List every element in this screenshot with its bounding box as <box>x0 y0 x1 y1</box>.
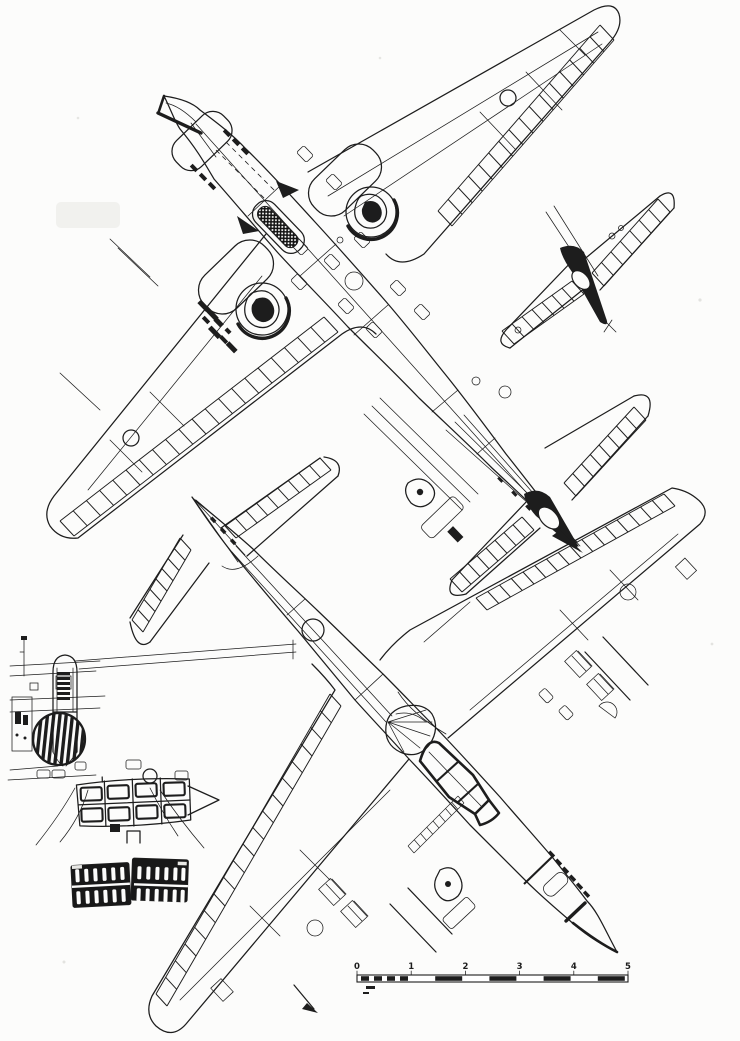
canopy <box>418 740 501 827</box>
gun-barrel <box>407 887 453 935</box>
scan-artifact <box>56 56 714 964</box>
root-fairing <box>434 867 476 929</box>
access-hatches <box>290 145 512 399</box>
exhaust-stubs <box>189 128 250 191</box>
rear-fuselage-lines <box>363 397 479 511</box>
left-wing <box>148 663 453 1034</box>
tail-unit <box>445 394 651 596</box>
flap-grid-detail <box>75 776 192 827</box>
scale-bar: 0 1 2 3 4 5 <box>354 962 631 994</box>
flap-aileron-ribs <box>475 493 676 611</box>
fuselage-left-edge <box>191 496 618 953</box>
gun-bay-grid <box>564 649 615 702</box>
direction-arrow <box>293 984 318 1013</box>
flap-wedge <box>187 785 220 816</box>
tail-tip-mark <box>603 319 617 333</box>
elevator-ribs <box>591 198 671 287</box>
chute-cluster <box>197 299 238 354</box>
exhaust-stubs <box>547 850 591 898</box>
tailplane-right <box>220 456 340 557</box>
elevator-ribs <box>563 406 647 497</box>
walkway-ribs <box>407 795 465 854</box>
tailplane-left <box>129 534 210 646</box>
left-wheel-well <box>197 239 291 340</box>
radiator-outlet <box>251 200 305 255</box>
fuselage-right-edge <box>194 499 618 953</box>
firewall-line <box>523 855 554 885</box>
rear-glazing-dome <box>385 704 437 756</box>
gun-barrel <box>584 651 631 701</box>
right-wing <box>379 487 706 739</box>
flap-aileron-ribs <box>59 316 339 537</box>
scale-label-1: 1 <box>408 962 414 972</box>
scale-label-3: 3 <box>517 962 523 972</box>
left-wing <box>46 233 377 539</box>
carb-intake <box>543 872 569 897</box>
wheel <box>251 297 275 323</box>
radiator-detail <box>7 636 297 849</box>
tail-wheel <box>404 478 464 543</box>
elevator-ribs <box>449 516 535 593</box>
right-wheel-well <box>307 143 400 242</box>
scale-label-5: 5 <box>625 962 631 972</box>
elevator-ribs <box>131 537 192 633</box>
fuselage-marking-circle <box>301 618 325 642</box>
tailplane-detail <box>500 192 675 349</box>
elevator-ribs <box>501 280 585 345</box>
right-wing <box>307 5 621 263</box>
gun-barrel <box>389 903 437 953</box>
cooler-bullet <box>52 654 78 713</box>
plan-view-topside <box>129 456 706 1034</box>
flap-assembly-detail <box>70 857 189 908</box>
gun-barrel <box>602 636 649 686</box>
carb-scoop <box>171 110 233 172</box>
plan-view-underside <box>46 5 651 596</box>
gun-bay-grid <box>318 877 369 929</box>
fuselage-right-edge <box>163 95 579 547</box>
fin-projection <box>192 497 259 570</box>
scale-label-0: 0 <box>354 962 360 972</box>
fairing-wedge <box>276 181 299 198</box>
fuselage-left-edge <box>163 95 581 552</box>
flap-aileron-ribs <box>155 693 342 1007</box>
wheel <box>361 201 382 223</box>
scale-label-4: 4 <box>571 962 577 972</box>
fairing-wedge <box>237 216 259 234</box>
scale-label-2: 2 <box>462 962 468 972</box>
spinner <box>564 901 619 954</box>
elevator-ribs <box>224 457 332 539</box>
gun-barrels <box>59 238 159 411</box>
cooling-fan-circle <box>31 711 87 767</box>
spinner <box>156 94 203 135</box>
flap-aileron-ribs <box>437 24 615 227</box>
